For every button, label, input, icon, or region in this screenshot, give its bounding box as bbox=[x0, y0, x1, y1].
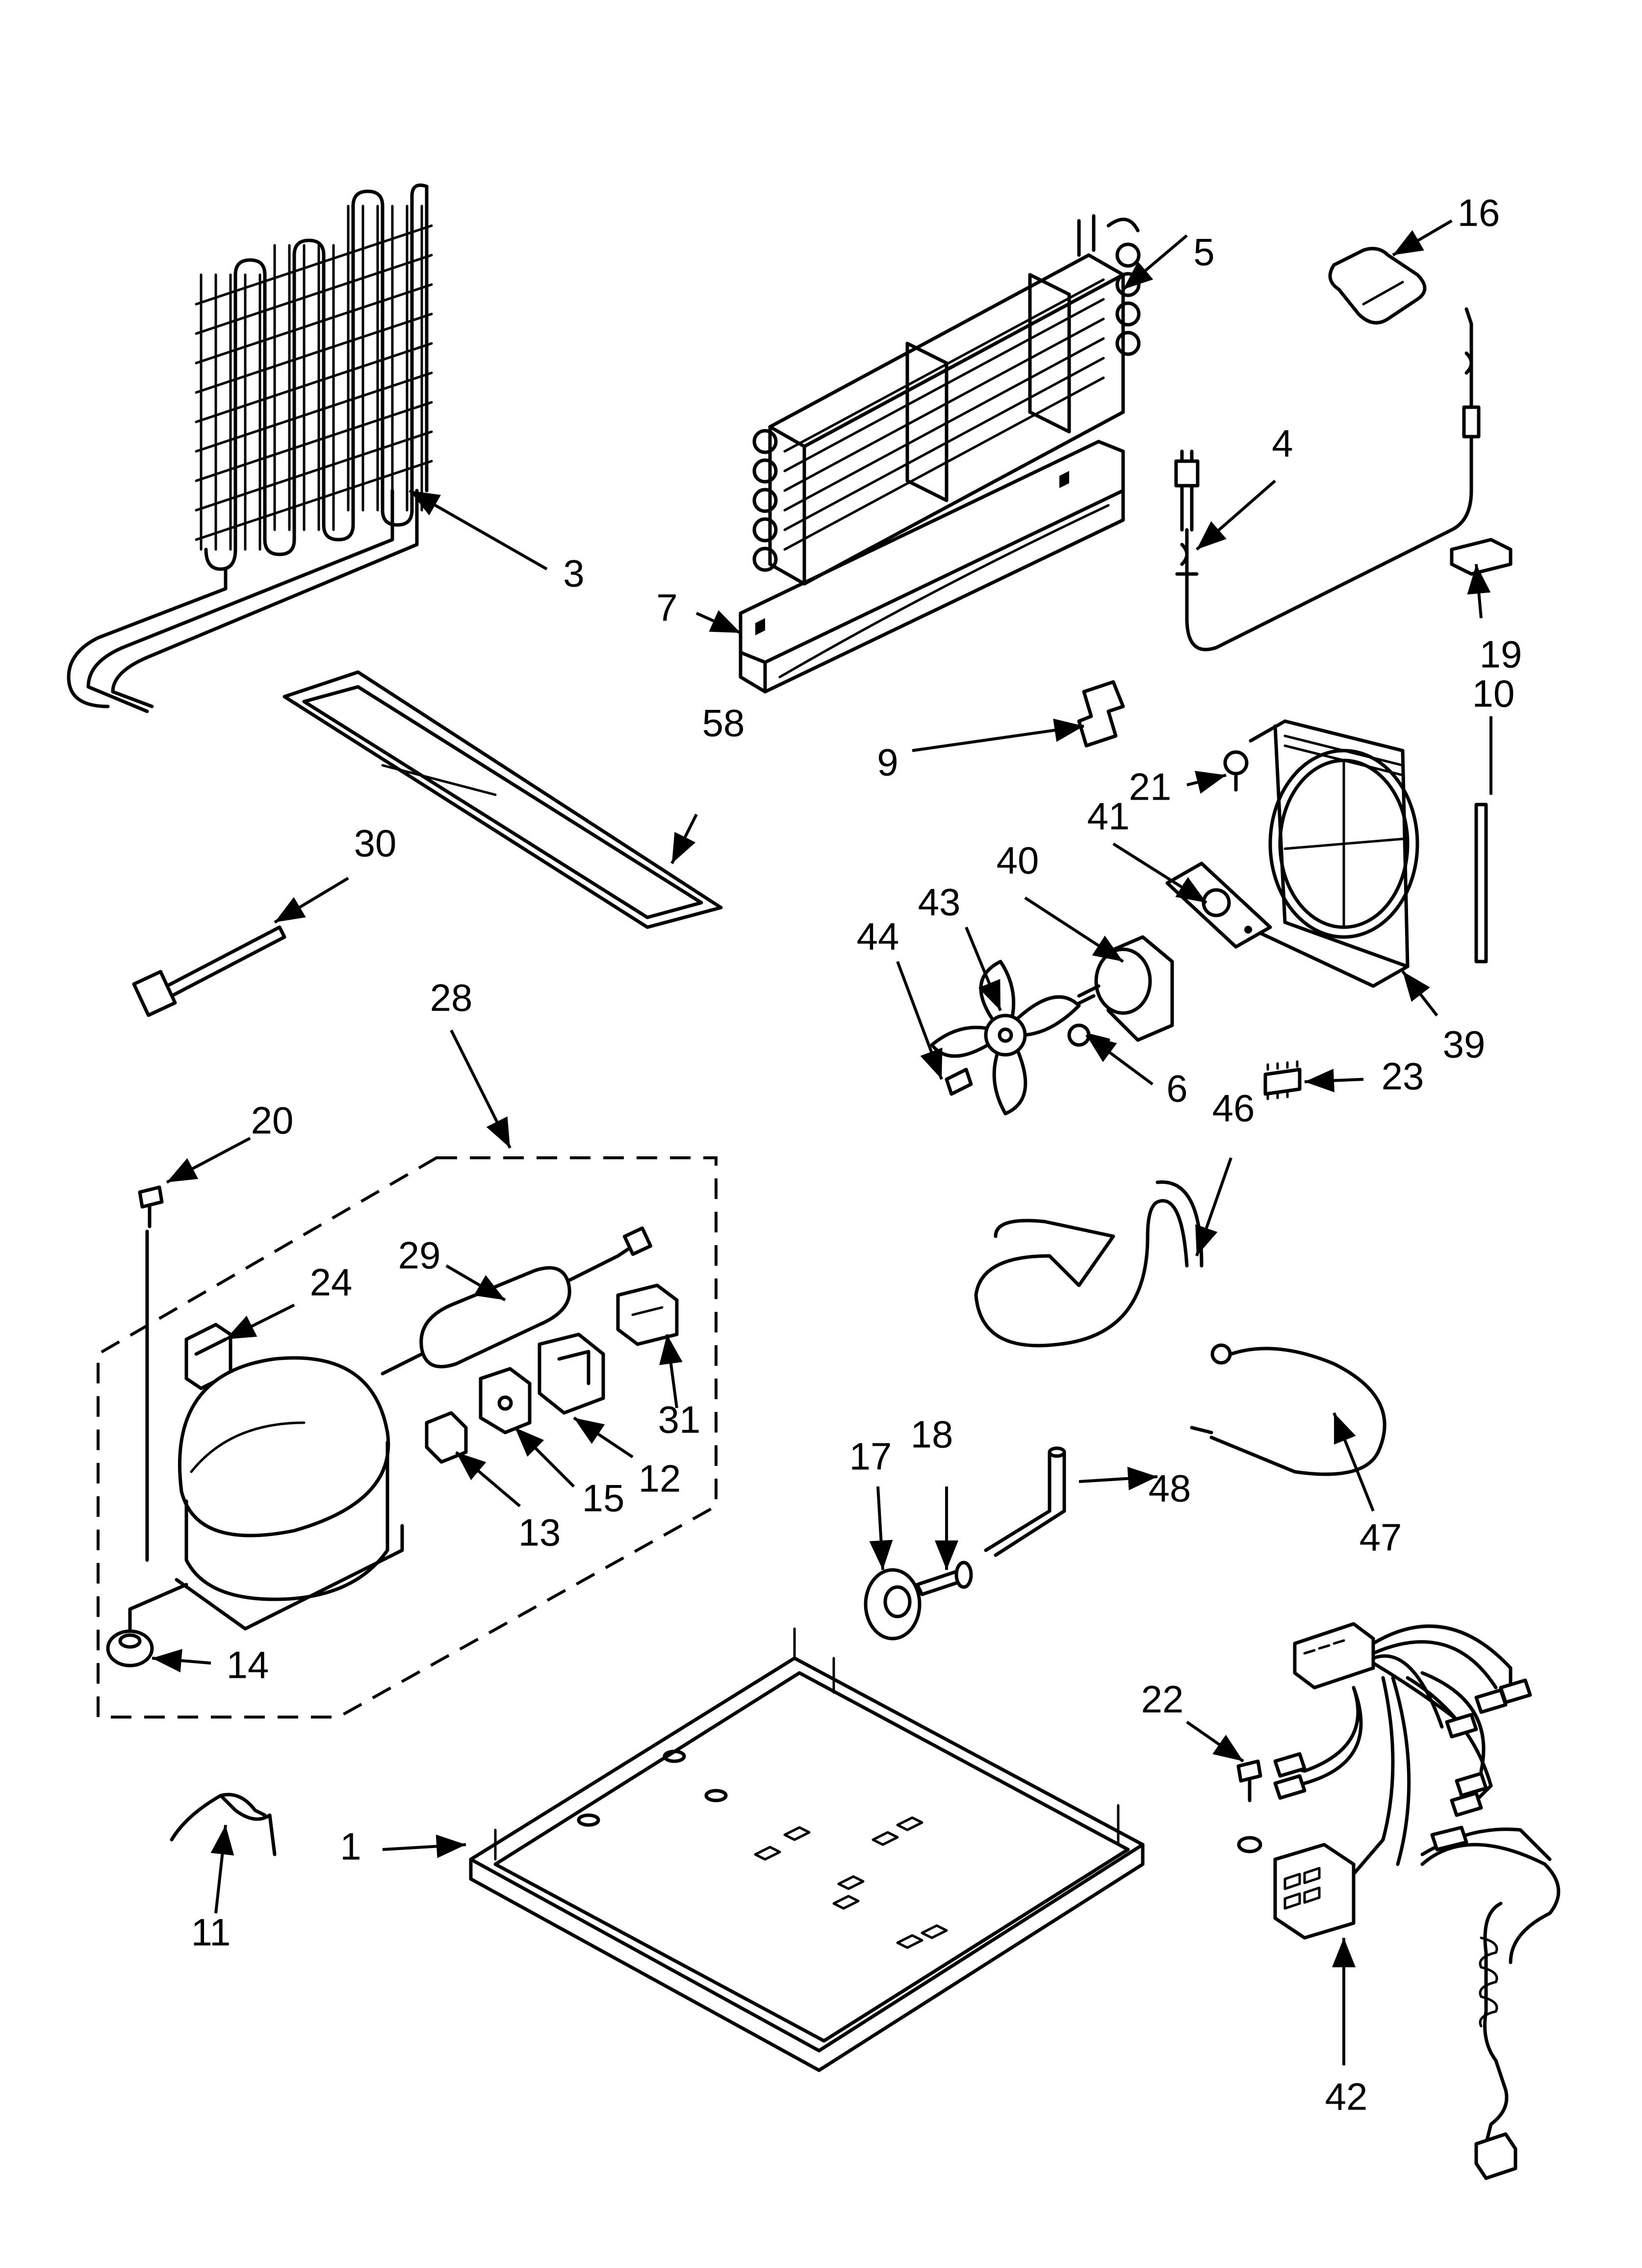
callout-47: 47 bbox=[1360, 1516, 1402, 1559]
grommet bbox=[1263, 1060, 1302, 1100]
base-frame bbox=[469, 1627, 1145, 2072]
callout-29: 29 bbox=[398, 1234, 441, 1277]
callout-46: 46 bbox=[1212, 1087, 1255, 1130]
callout-13: 13 bbox=[518, 1511, 561, 1554]
callout-19: 19 bbox=[1480, 633, 1522, 676]
bracket bbox=[1077, 680, 1125, 748]
wheel bbox=[864, 1568, 922, 1641]
callout-42: 42 bbox=[1325, 2075, 1368, 2118]
screw-20 bbox=[138, 1185, 164, 1228]
drain-trough bbox=[739, 440, 1125, 694]
callout-44: 44 bbox=[857, 915, 899, 958]
callout-23: 23 bbox=[1382, 1055, 1424, 1098]
fan-clip bbox=[945, 1068, 973, 1096]
start-device-15 bbox=[479, 1367, 532, 1434]
callout-20: 20 bbox=[251, 1099, 294, 1142]
callout-17: 17 bbox=[849, 1435, 892, 1478]
callout-14: 14 bbox=[227, 1643, 269, 1687]
callout-22: 22 bbox=[1141, 1678, 1184, 1721]
callout-9: 9 bbox=[877, 741, 898, 784]
callout-12: 12 bbox=[639, 1457, 681, 1500]
callout-15: 15 bbox=[582, 1477, 625, 1520]
screw-21 bbox=[1223, 750, 1249, 792]
callout-7: 7 bbox=[656, 586, 677, 629]
grommet-14 bbox=[106, 1583, 188, 1668]
drier bbox=[381, 1226, 653, 1376]
callout-1: 1 bbox=[340, 1825, 361, 1868]
callout-30: 30 bbox=[354, 822, 397, 865]
callout-4: 4 bbox=[1272, 422, 1293, 465]
callout-41: 41 bbox=[1087, 795, 1130, 838]
gasket-strip bbox=[1474, 803, 1488, 964]
wire-short bbox=[1190, 1343, 1386, 1476]
callout-6: 6 bbox=[1166, 1067, 1187, 1110]
callout-10: 10 bbox=[1472, 672, 1515, 715]
relay-bracket-12 bbox=[538, 1332, 605, 1415]
clip bbox=[1450, 538, 1513, 576]
callout-39: 39 bbox=[1443, 1023, 1486, 1066]
callout-21: 21 bbox=[1129, 765, 1172, 808]
evaporator bbox=[752, 214, 1141, 586]
fan-motor bbox=[1072, 935, 1174, 1042]
compressor bbox=[145, 1229, 404, 1631]
callout-labels: 3 5 16 4 7 58 19 10 9 21 30 41 40 43 44 … bbox=[191, 191, 1522, 2118]
cover bbox=[1328, 247, 1427, 325]
callout-28: 28 bbox=[430, 976, 473, 1019]
callout-5: 5 bbox=[1193, 231, 1214, 274]
pin bbox=[915, 1561, 973, 1596]
callout-31: 31 bbox=[658, 1398, 701, 1441]
callout-3: 3 bbox=[563, 552, 584, 595]
kit-outline bbox=[97, 1156, 718, 1719]
callout-40: 40 bbox=[997, 839, 1039, 882]
spring-clip bbox=[170, 1793, 277, 1856]
callout-24: 24 bbox=[310, 1261, 353, 1304]
callout-48: 48 bbox=[1149, 1467, 1191, 1510]
fan-shroud bbox=[1214, 719, 1419, 988]
callout-11: 11 bbox=[191, 1911, 231, 1954]
thermistor-wire bbox=[1174, 307, 1481, 652]
rod bbox=[984, 1446, 1066, 1557]
screw-22 bbox=[1236, 1759, 1262, 1853]
callout-16: 16 bbox=[1458, 191, 1500, 235]
wiring-harness bbox=[1273, 1622, 1561, 2180]
fan-blade bbox=[930, 960, 1081, 1116]
callout-18: 18 bbox=[911, 1413, 953, 1456]
leader-lines bbox=[152, 219, 1492, 2065]
callout-43: 43 bbox=[918, 881, 961, 924]
callout-58: 58 bbox=[702, 702, 745, 745]
condenser-coil bbox=[67, 183, 433, 713]
drain-tray bbox=[282, 670, 723, 929]
tubing bbox=[974, 1180, 1204, 1348]
cable-tie bbox=[132, 925, 286, 1017]
mounting-plate bbox=[1165, 861, 1272, 949]
